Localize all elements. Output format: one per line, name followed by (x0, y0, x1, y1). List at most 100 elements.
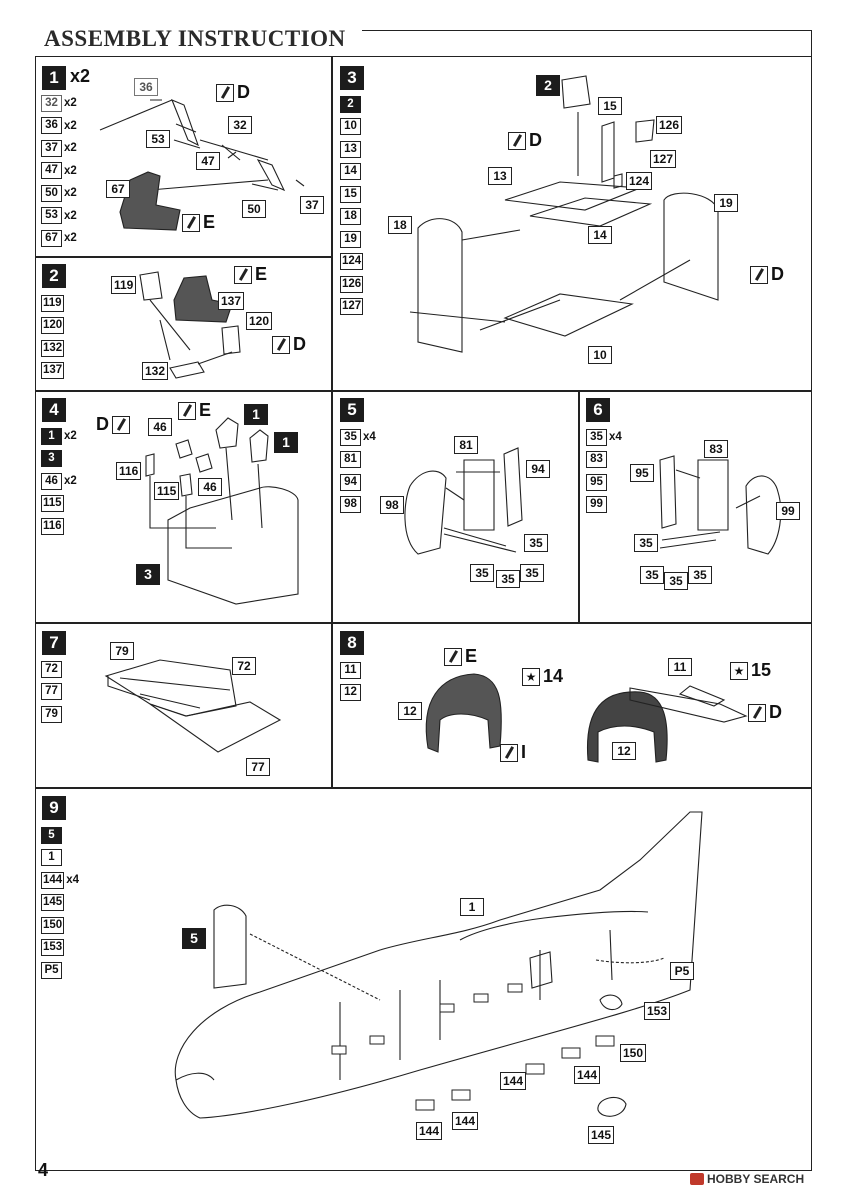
part-number: 116 (41, 517, 64, 535)
callout-part: 144 (500, 1072, 527, 1090)
part-number: 47 (41, 162, 62, 180)
part-number: 119 (41, 294, 64, 312)
part-number: 12 (340, 684, 361, 702)
decal-star-icon: ★ (522, 667, 540, 686)
hobby-search-logo-icon (690, 1173, 704, 1185)
callout-part: 126 (656, 116, 683, 134)
part-number: 72 (41, 660, 62, 678)
part-quantity: x2 (64, 142, 77, 155)
decal-marker: ★14 (522, 666, 563, 687)
callout-part: 32 (228, 116, 252, 134)
paint-marker: E (178, 400, 211, 421)
part-quantity: x2 (64, 475, 77, 488)
instruction-frame (35, 56, 812, 1171)
callout-part: 79 (110, 642, 134, 660)
callout-part: 36 (134, 78, 158, 96)
callout-part: 12 (612, 742, 636, 760)
callout-part: 81 (454, 436, 478, 454)
callout-part: 35 (688, 566, 712, 584)
step-4-number: 4 (42, 398, 66, 422)
paint-code: D (529, 130, 542, 150)
part-list-item: 127 (340, 296, 364, 319)
callout-part: 14 (588, 226, 612, 244)
part-list-item: 132 (41, 337, 65, 360)
part-number: 1 (41, 849, 62, 867)
part-number: 2 (340, 95, 361, 113)
part-number: 126 (340, 275, 364, 293)
paint-brush-icon (272, 335, 290, 354)
part-list-item: 83 (586, 449, 622, 472)
part-list-item: 145 (41, 892, 79, 915)
part-number: 81 (340, 451, 361, 469)
part-list-item: 3 (41, 448, 77, 471)
callout-step: 1 (274, 432, 298, 453)
part-list-item: 18 (340, 206, 363, 229)
callout-part: 35 (524, 534, 548, 552)
callout-part: 50 (242, 200, 266, 218)
paint-brush-icon (500, 743, 518, 762)
part-quantity: x2 (64, 119, 77, 132)
part-list-item: 150 (41, 914, 79, 937)
paint-code: E (203, 212, 216, 232)
part-quantity: x2 (64, 97, 77, 110)
callout-part: 1 (460, 898, 484, 916)
part-list-item: 14 (340, 161, 363, 184)
part-number: 77 (41, 683, 62, 701)
callout-part: 19 (714, 194, 738, 212)
callout-part: 95 (630, 464, 654, 482)
part-quantity: x4 (363, 431, 376, 444)
part-number: 98 (340, 496, 361, 514)
page-title: ASSEMBLY INSTRUCTION (44, 26, 346, 51)
part-list-item: 1 (41, 847, 79, 870)
paint-marker: D (748, 702, 782, 723)
paint-marker: E (444, 646, 477, 667)
part-list-item: 116 (41, 515, 77, 538)
part-quantity: x4 (66, 874, 79, 887)
paint-code: D (769, 702, 782, 722)
callout-part: 12 (398, 702, 422, 720)
callout-part: 46 (148, 418, 172, 436)
part-number: 19 (340, 230, 361, 248)
part-list-item: 137 (41, 360, 65, 383)
step-8-number: 8 (340, 631, 364, 655)
callout-step: 1 (244, 404, 268, 425)
part-quantity: x4 (609, 431, 622, 444)
paint-brush-icon (182, 213, 200, 232)
callout-part: 98 (380, 496, 404, 514)
paint-code: E (255, 264, 268, 284)
divider (35, 622, 812, 624)
step-9-number: 9 (42, 796, 66, 820)
part-list-item: 115 (41, 493, 77, 516)
callout-part: 67 (106, 180, 130, 198)
part-number: 1 (41, 427, 62, 445)
part-quantity: x2 (64, 232, 77, 245)
paint-code: E (199, 400, 212, 420)
paint-code: E (465, 646, 478, 666)
part-list-item: 77 (41, 681, 62, 704)
callout-step: 3 (136, 564, 160, 585)
step-7-number: 7 (42, 631, 66, 655)
callout-part: 15 (598, 97, 622, 115)
part-number: 145 (41, 894, 65, 912)
paint-brush-icon (178, 401, 196, 420)
paint-marker: E (234, 264, 267, 285)
callout-part: 47 (196, 152, 220, 170)
part-number: 153 (41, 939, 65, 957)
part-number: 32 (41, 94, 62, 112)
part-list-item: 5 (41, 824, 79, 847)
part-quantity: x2 (64, 187, 77, 200)
part-list-item: 2 (340, 93, 363, 116)
part-quantity: x2 (64, 164, 77, 177)
